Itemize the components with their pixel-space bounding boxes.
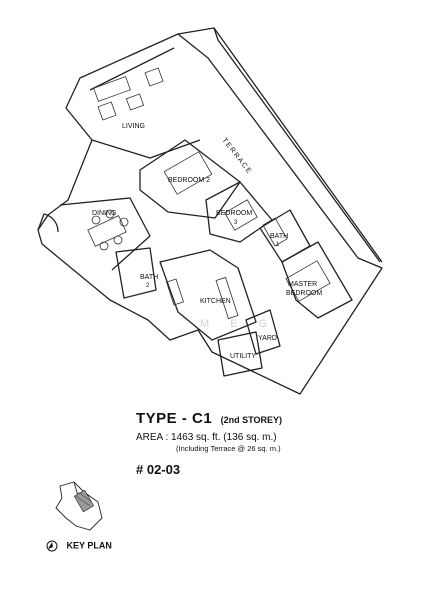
unit-type: TYPE - C1 (2nd STOREY) — [136, 410, 282, 428]
floor-plan: LIVING TERRACE BEDROOM 2 DINING BEDROOM … — [37, 27, 383, 395]
room-label-yard: YARD — [258, 335, 277, 342]
chair — [113, 235, 123, 245]
entrance-door — [37, 213, 59, 233]
room-label-living: LIVING — [122, 123, 145, 130]
room-label-dining: DINING — [92, 210, 117, 217]
chair — [91, 215, 101, 225]
key-plan-label: KEY PLAN — [46, 540, 112, 552]
room-label-bath-2-no: 2 — [146, 283, 150, 289]
room-label-bath-2: BATH — [140, 274, 158, 281]
kitchen-counter — [166, 278, 184, 306]
bath-2-wall — [115, 247, 157, 299]
room-label-kitchen: KITCHEN — [200, 298, 231, 305]
dining-wall — [59, 197, 151, 271]
room-label-bedroom-2: BEDROOM 2 — [168, 177, 210, 184]
bed-bedroom-3 — [224, 199, 258, 231]
bedroom-2-wall — [139, 139, 241, 219]
dining-table — [87, 215, 127, 247]
type-title: TYPE - C1 — [136, 410, 213, 427]
living-wall — [89, 47, 175, 91]
bed-master — [285, 260, 331, 302]
chair — [99, 241, 109, 251]
bed-bedroom-2 — [163, 151, 213, 195]
chair — [119, 217, 129, 227]
kitchen-counter — [215, 276, 239, 320]
room-label-bath-1: BATH — [270, 233, 288, 240]
room-label-master-2: BEDROOM — [286, 290, 322, 297]
key-plan-text: KEY PLAN — [66, 540, 112, 551]
unit-number: # 02-03 — [136, 462, 181, 477]
chair — [105, 209, 115, 219]
sofa — [93, 76, 131, 102]
bedroom-3-wall — [205, 181, 273, 243]
type-storey: (2nd STOREY) — [220, 415, 282, 425]
key-plan-diagram — [55, 481, 103, 531]
room-label-bath-1-no: 1 — [276, 242, 280, 248]
outer-wall — [37, 33, 383, 395]
area-text: AREA : 1463 sq. ft. (136 sq. m.) — [136, 432, 277, 443]
room-label-bedroom-3-no: 3 — [234, 220, 238, 226]
watermark: M E G — [200, 318, 277, 330]
north-arrow-icon — [46, 540, 58, 552]
utility-wall — [217, 331, 263, 377]
bathtub — [262, 217, 288, 247]
room-label-master-1: MASTER — [288, 281, 317, 288]
room-label-bedroom-3: BEDROOM — [216, 210, 252, 217]
terrace-note: (Including Terrace @ 26 sq. m.) — [176, 444, 281, 453]
room-label-utility: UTILITY — [230, 353, 256, 360]
coffee-table — [125, 93, 145, 111]
master-bedroom-wall — [281, 241, 353, 319]
kitchen-wall — [159, 249, 257, 341]
armchair — [144, 67, 164, 87]
yard-wall — [245, 309, 281, 355]
armchair — [97, 101, 117, 121]
